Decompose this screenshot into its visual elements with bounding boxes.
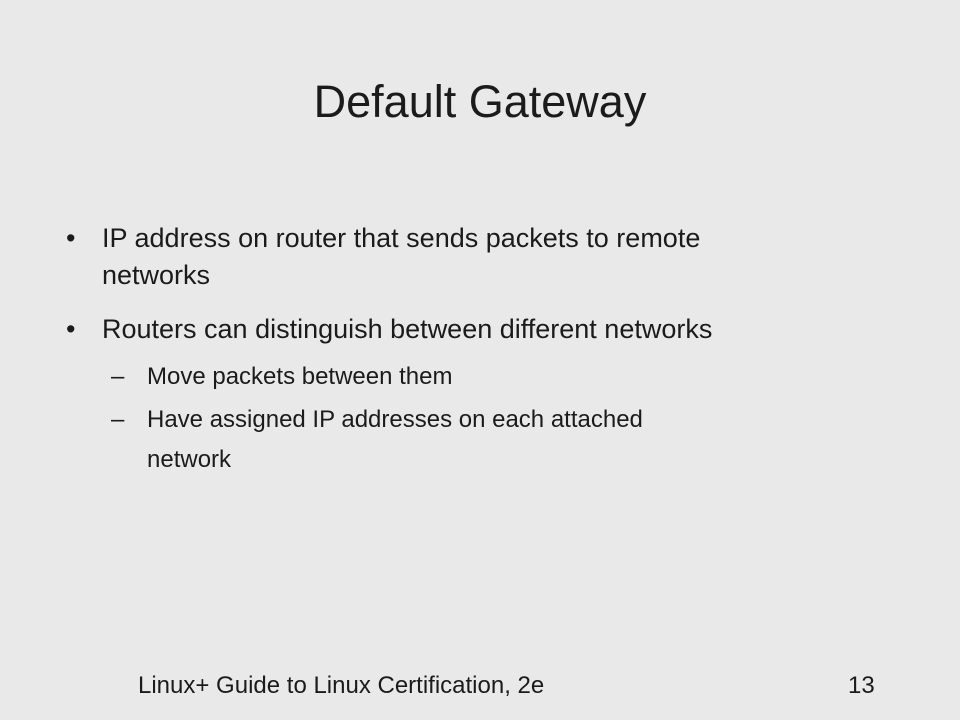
sub-bullet-marker: –: [111, 406, 125, 433]
bullet-text: Routers can distinguish between differen…: [102, 314, 713, 344]
bullet-marker: •: [66, 314, 76, 344]
footer-title: Linux+ Guide to Linux Certification, 2e: [138, 672, 545, 699]
sub-bullet-marker: –: [111, 363, 125, 390]
bullet-marker: •: [66, 223, 76, 253]
bullet-text: IP address on router that sends packets …: [102, 223, 701, 253]
sub-bullet-item: – Have assigned IP addresses on each att…: [111, 404, 871, 437]
bullet-item: • IP address on router that sends packet…: [66, 222, 916, 292]
bullet-item-continuation: networks: [66, 259, 916, 294]
sub-bullet-item: – Move packets between them: [111, 361, 871, 394]
page-number: 13: [848, 672, 875, 699]
bullet-text: networks: [102, 260, 211, 290]
sub-bullet-item-continuation: network: [111, 444, 871, 477]
sub-bullet-text: Move packets between them: [147, 363, 453, 390]
sub-bullet-text: Have assigned IP addresses on each attac…: [147, 406, 643, 433]
sub-bullet-text: network: [147, 446, 232, 473]
bullet-item: • Routers can distinguish between differ…: [66, 313, 916, 348]
slide-title: Default Gateway: [313, 76, 647, 127]
